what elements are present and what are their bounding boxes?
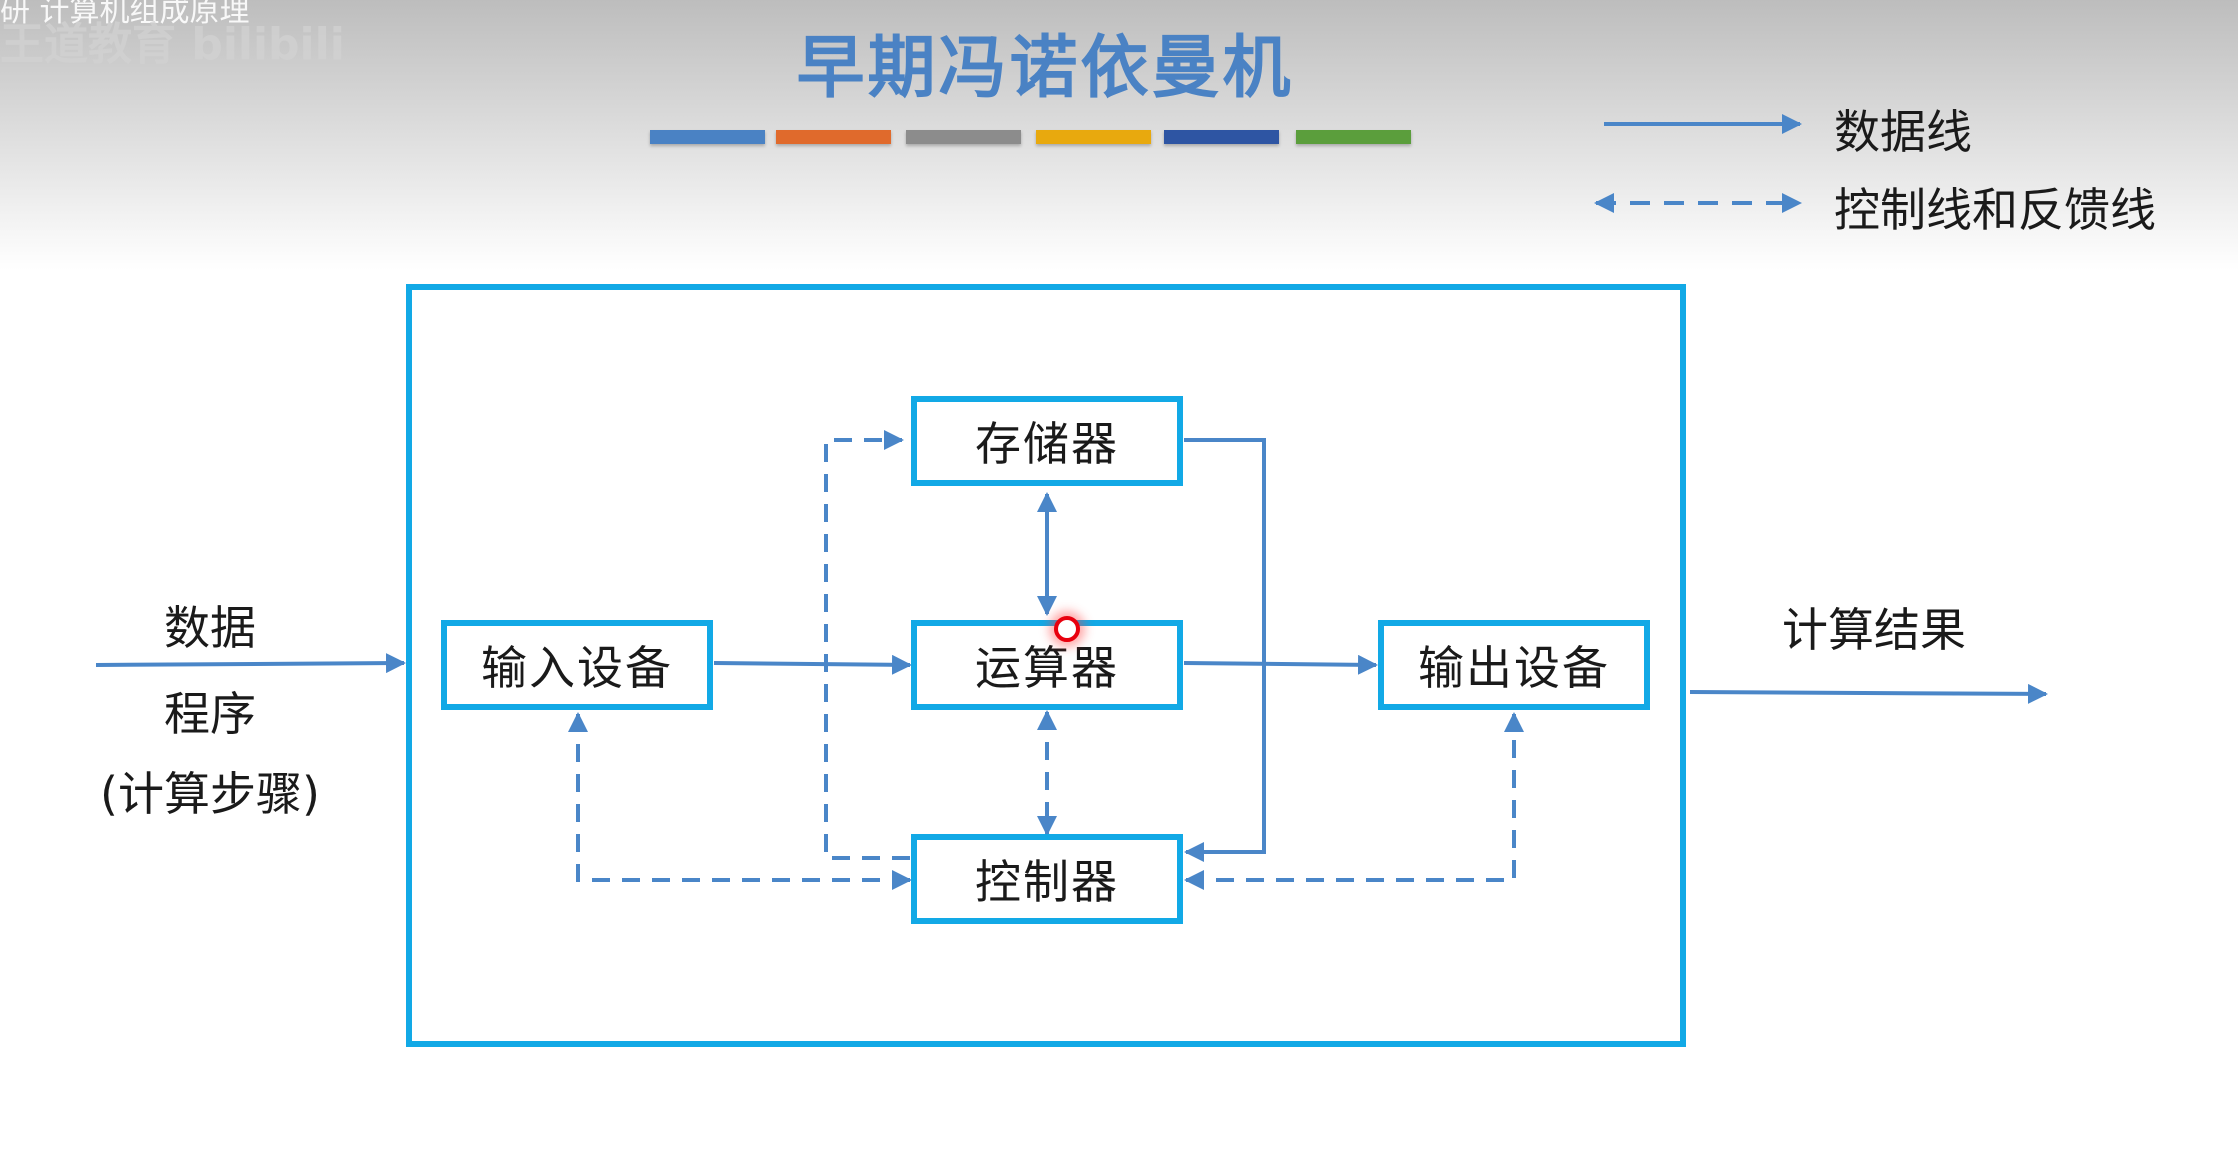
input-label-steps: (计算步骤): [100, 767, 320, 821]
legend-data-line-label: 数据线: [1834, 105, 1972, 159]
underline-bar: [1296, 130, 1411, 144]
computer-frame: [406, 284, 1686, 1047]
input-arrow: [95, 653, 406, 674]
alu-to-output-line: [1183, 654, 1378, 675]
input-device-node: 输入设备: [441, 620, 713, 710]
input-label-data: 数据: [164, 601, 256, 655]
control-node: 控制器: [911, 834, 1183, 924]
memory-to-control-line: [1184, 438, 1266, 862]
underline-bar: [776, 130, 891, 144]
control-to-memory-line: [824, 430, 910, 860]
page-title: 早期冯诺依曼机: [796, 29, 1294, 108]
control-output-line: [1184, 712, 1524, 890]
underline-bar: [1164, 130, 1279, 144]
underline-bar: [650, 130, 765, 144]
control-input-line: [568, 712, 912, 890]
alu-node: 运算器: [911, 620, 1183, 710]
laser-pointer-icon: [1054, 616, 1080, 642]
input-label-program: 程序: [164, 687, 256, 741]
output-label-result: 计算结果: [1782, 603, 1966, 657]
underline-bar: [906, 130, 1021, 144]
watermark-course-title: 研 计算机组成原理: [0, 0, 250, 29]
output-device-node: 输出设备: [1378, 620, 1650, 710]
watermark-logo: 王道教育 bilibili: [0, 19, 345, 70]
legend-control-line-label: 控制线和反馈线: [1834, 183, 2156, 237]
output-arrow: [1689, 683, 2048, 704]
input-to-alu-line: [713, 654, 912, 675]
underline-bar: [1036, 130, 1151, 144]
memory-node: 存储器: [911, 396, 1183, 486]
